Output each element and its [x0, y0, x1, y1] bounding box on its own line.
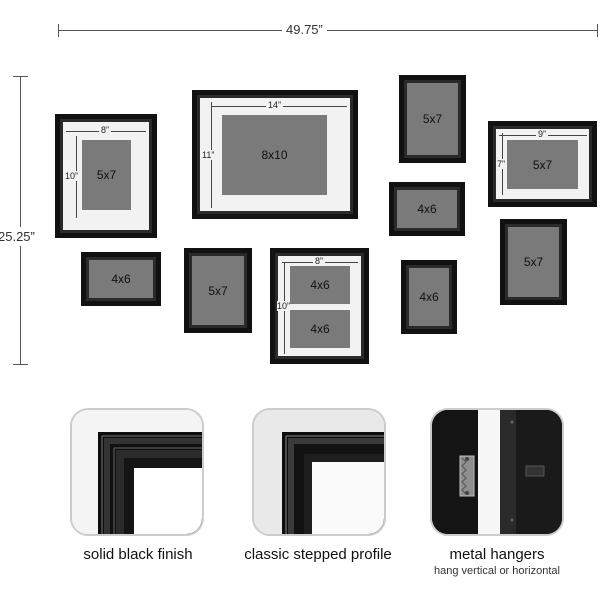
frame-4x6-lower-right: 4x6 [401, 260, 457, 334]
photo-area: 4x6 [89, 260, 153, 298]
frame-5x7-matted-left: 5x7 8” 10” [55, 114, 157, 238]
frame-8x10-matted: 8x10 14” 11” [192, 90, 358, 219]
photo-area: 5x7 [82, 140, 131, 210]
mat-height-label: 10” [277, 301, 291, 311]
photo-area: 5x7 [508, 227, 559, 297]
frame-4x6-lower-left: 4x6 [81, 252, 161, 306]
mat-height-label: 7” [497, 159, 506, 169]
detail-stepped-profile [252, 408, 386, 536]
photo-area-top: 4x6 [290, 266, 350, 304]
mat-width-label: 8” [313, 256, 326, 266]
frame-5x7-lower: 5x7 [184, 248, 252, 333]
photo-area: 5x7 [507, 140, 578, 189]
frame-5x7-top: 5x7 [399, 75, 466, 163]
mat-width-label: 9” [536, 129, 549, 139]
detail-solid-black-finish [70, 408, 204, 536]
frame-4x6-middle: 4x6 [389, 182, 465, 236]
mat-height-label: 11” [202, 150, 215, 160]
frame-5x7-right: 5x7 [500, 219, 567, 305]
photo-area: 5x7 [407, 83, 458, 155]
photo-area-bottom: 4x6 [290, 310, 350, 348]
feature-subcaption-hangers: hang vertical or horizontal [434, 565, 560, 577]
mat-width-label: 8” [99, 125, 112, 135]
photo-area: 4x6 [409, 268, 449, 326]
feature-caption-finish: solid black finish [83, 546, 193, 563]
total-height-label: 25.25” [0, 227, 37, 246]
mat-height-label: 10” [65, 171, 79, 181]
feature-caption-profile: classic stepped profile [244, 546, 392, 563]
frame-double-4x6-matted: 4x6 4x6 8” 10” [270, 248, 369, 364]
frame-corner-closeup-icon [72, 410, 202, 534]
sawtooth-hanger-icon [432, 410, 562, 534]
total-width-label: 49.75” [282, 22, 327, 37]
photo-area: 8x10 [222, 115, 327, 195]
photo-area: 5x7 [192, 256, 244, 325]
photo-area: 4x6 [397, 190, 457, 228]
frame-profile-closeup-icon [254, 410, 384, 534]
feature-caption-hangers: metal hangers [449, 546, 545, 563]
detail-metal-hangers [430, 408, 564, 536]
frame-5x7-matted-right: 5x7 9” 7” [488, 121, 597, 207]
mat-width-label: 14” [266, 100, 284, 110]
